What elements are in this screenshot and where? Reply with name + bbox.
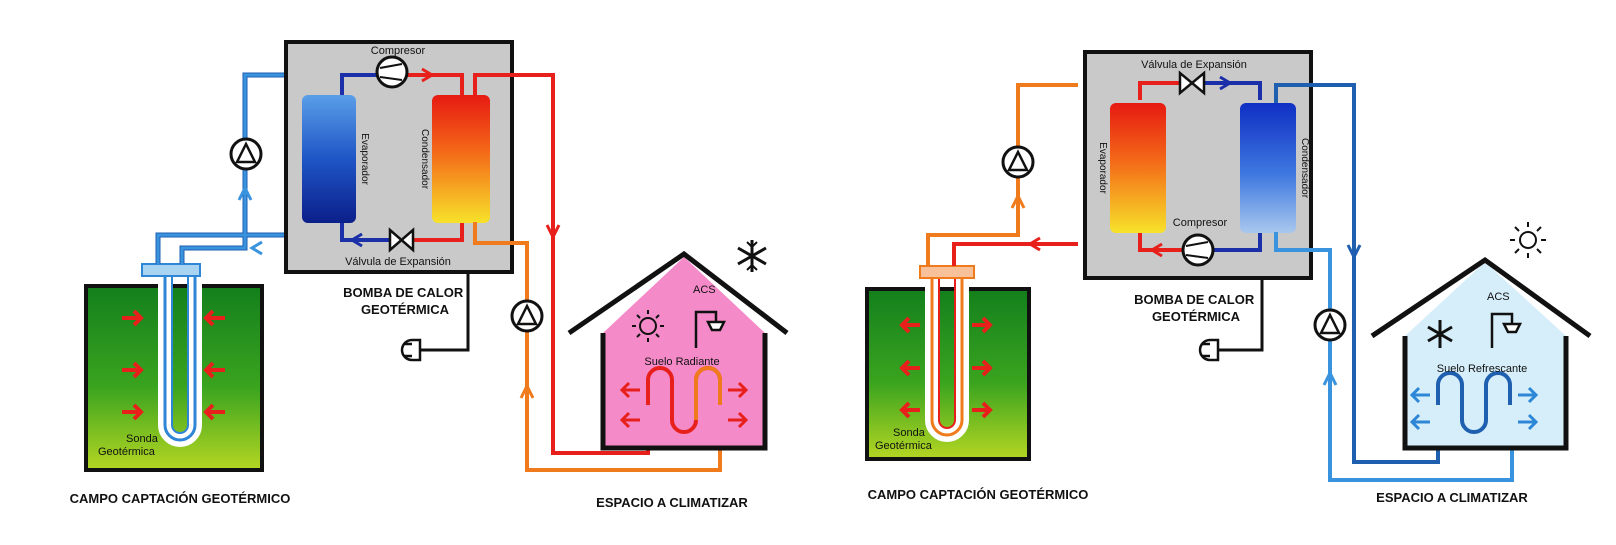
- power-plug-icon: [1198, 278, 1264, 362]
- field-title: CAMPO CAPTACIÓN GEOTÉRMICO: [70, 491, 291, 506]
- heating-mode-diagram: Sonda Geotérmica: [70, 40, 789, 510]
- compressor-icon: [375, 55, 409, 89]
- floor-label: Suelo Refrescante: [1437, 363, 1528, 375]
- compressor-label: Compresor: [371, 45, 426, 57]
- compressor-icon: [1181, 233, 1215, 267]
- cooling-floor-coil: [1436, 371, 1512, 434]
- house: [567, 250, 789, 451]
- acs-label: ACS: [693, 284, 716, 296]
- compressor-label: Compresor: [1173, 217, 1228, 229]
- floor-label: Suelo Radiante: [644, 356, 719, 368]
- valve-label: Válvula de Expansión: [345, 256, 451, 268]
- floor-heat-arrows: [619, 381, 749, 429]
- expansion-valve-icon: [1178, 70, 1206, 96]
- heat-pump-title: BOMBA DE CALOR GEOTÉRMICA: [1134, 292, 1258, 324]
- refrigerant-circuit: [340, 73, 464, 242]
- cooling-mode-diagram: Sonda Geotérmica Evaporador: [865, 50, 1592, 505]
- distribution-pump-icon: [1313, 308, 1347, 342]
- probe-label: Sonda Geotérmica: [98, 433, 161, 458]
- distribution-pump-icon: [510, 299, 544, 333]
- evaporator-label: Evaporador: [1097, 142, 1108, 194]
- sun-icon: [1510, 222, 1546, 258]
- heat-pump-title: BOMBA DE CALOR GEOTÉRMICA: [343, 285, 467, 317]
- ground-loop-pipes: [926, 83, 1078, 266]
- snowflake-icon: [1427, 320, 1453, 348]
- valve-label: Válvula de Expansión: [1141, 59, 1247, 71]
- ground-circulation-pump-icon: [229, 137, 263, 171]
- evaporator: [302, 95, 356, 223]
- ground-circulation-pump-icon: [1001, 145, 1035, 179]
- condenser: [1240, 103, 1296, 233]
- space-title: ESPACIO A CLIMATIZAR: [1376, 490, 1528, 505]
- geothermal-probe: [141, 263, 202, 447]
- expansion-valve-icon: [388, 227, 415, 253]
- shower-icon: [1490, 312, 1523, 348]
- power-plug-icon: [400, 272, 470, 362]
- supply-pipe: [1274, 83, 1440, 464]
- space-title: ESPACIO A CLIMATIZAR: [596, 495, 748, 510]
- house: [1370, 256, 1592, 451]
- snowflake-icon: [737, 240, 767, 272]
- return-pipe: [1274, 232, 1514, 482]
- geothermal-probe: [919, 265, 975, 442]
- condenser-label: Condensador: [419, 129, 430, 190]
- field-title: CAMPO CAPTACIÓN GEOTÉRMICO: [868, 487, 1089, 502]
- floor-cool-arrows: [1409, 386, 1539, 431]
- ground-heat-arrows: [122, 309, 225, 421]
- shower-icon: [694, 310, 727, 348]
- evaporator: [1110, 103, 1166, 233]
- acs-label: ACS: [1487, 291, 1510, 303]
- sun-icon: [632, 310, 664, 342]
- evaporator-label: Evaporador: [359, 133, 370, 185]
- refrigerant-circuit: [1138, 81, 1262, 252]
- probe-label: Sonda Geotérmica: [875, 427, 933, 452]
- ground-heat-arrows: [899, 316, 993, 419]
- condenser: [432, 95, 490, 223]
- condenser-label: Condensador: [1299, 138, 1310, 199]
- return-pipe: [473, 222, 722, 472]
